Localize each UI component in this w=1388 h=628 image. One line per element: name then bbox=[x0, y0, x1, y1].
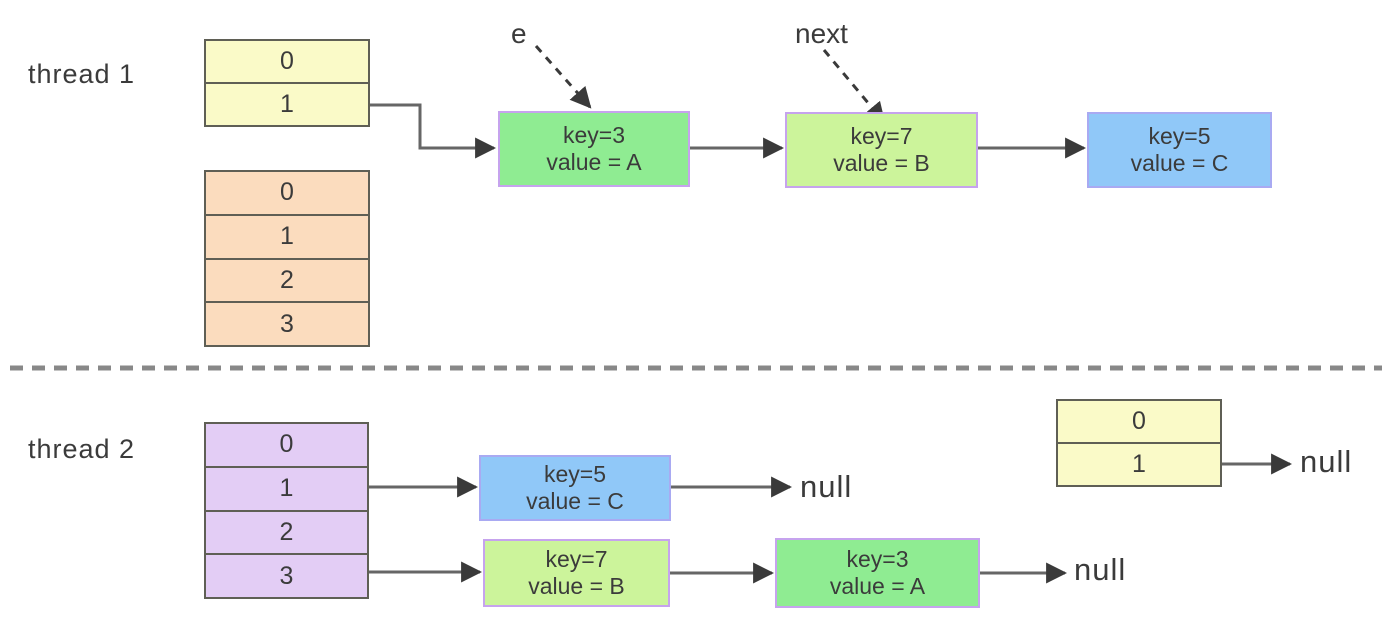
arrow-t1-bucket1-to-key3 bbox=[370, 103, 497, 159]
e-pointer-label: e bbox=[511, 18, 527, 49]
null-label-thread2-row3: null bbox=[1074, 552, 1127, 587]
thread2-bucket-table: 0 1 2 3 bbox=[204, 422, 369, 599]
node-key-text: key=3 bbox=[846, 546, 909, 572]
null-label-thread2-row1: null bbox=[800, 469, 853, 504]
bucket-cell: 3 bbox=[206, 303, 368, 345]
node-value-text: value = B bbox=[833, 150, 930, 176]
thread2-node-key5: key=5 value = C bbox=[479, 455, 671, 521]
node-value-text: value = A bbox=[829, 573, 926, 599]
thread1-node-key7: key=7 value = B bbox=[785, 112, 978, 188]
bucket-cell: 0 bbox=[206, 41, 368, 84]
bucket-cell: 3 bbox=[206, 555, 367, 597]
thread1-node-key5: key=5 value = C bbox=[1087, 112, 1272, 188]
bucket-cell: 2 bbox=[206, 511, 367, 556]
thread2-node-key7: key=7 value = B bbox=[483, 539, 670, 607]
bucket-cell: 1 bbox=[206, 215, 368, 260]
thread1-bucket-table-large: 0 1 2 3 bbox=[204, 170, 370, 347]
node-value-text: value = A bbox=[546, 149, 642, 175]
thread1-label: thread 1 bbox=[28, 59, 136, 89]
arrow-e-pointer bbox=[534, 45, 592, 109]
node-key-text: key=3 bbox=[562, 122, 625, 148]
bucket-cell: 0 bbox=[206, 172, 368, 216]
node-key-text: key=5 bbox=[1148, 123, 1211, 149]
thread2-node-key3: key=3 value = A bbox=[775, 538, 980, 608]
thread2-label: thread 2 bbox=[28, 434, 136, 464]
bucket-cell: 0 bbox=[206, 424, 367, 468]
node-value-text: value = C bbox=[1130, 150, 1229, 176]
bucket-cell: 0 bbox=[1058, 401, 1220, 444]
node-value-text: value = B bbox=[528, 573, 625, 599]
node-key-text: key=7 bbox=[545, 546, 608, 572]
bucket-cell: 1 bbox=[206, 467, 367, 512]
node-key-text: key=7 bbox=[850, 123, 913, 149]
null-label-thread2-smalltable: null bbox=[1300, 444, 1353, 479]
next-pointer-label: next bbox=[795, 18, 848, 49]
bucket-cell: 1 bbox=[206, 84, 368, 125]
node-key-text: key=5 bbox=[543, 461, 606, 487]
node-value-text: value = C bbox=[526, 488, 624, 514]
thread2-bucket-table-small: 0 1 bbox=[1056, 399, 1222, 487]
bucket-cell: 2 bbox=[206, 259, 368, 304]
thread1-node-key3: key=3 value = A bbox=[498, 111, 690, 187]
bucket-cell: 1 bbox=[1058, 444, 1220, 485]
thread1-bucket-table-small: 0 1 bbox=[204, 39, 370, 127]
